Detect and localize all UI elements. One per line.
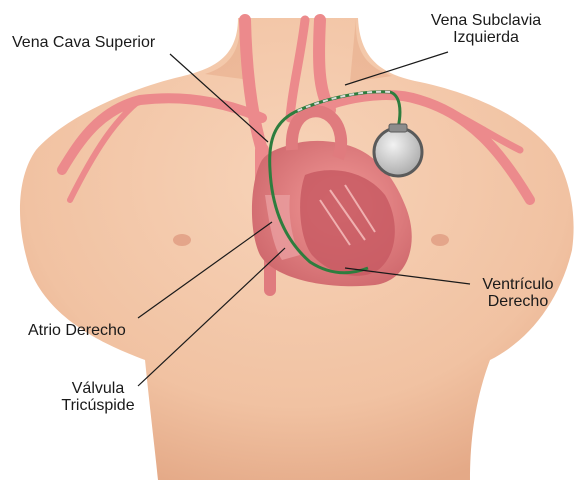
label-atrio-derecho: Atrio Derecho [28, 322, 126, 339]
label-ventriculo-line1: Ventrículo [468, 276, 568, 293]
label-ventriculo-line2: Derecho [468, 293, 568, 310]
left-nipple [173, 234, 191, 246]
label-ventriculo-derecho: Ventrículo Derecho [468, 276, 568, 310]
label-vena-subclavia: Vena Subclavia Izquierda [408, 12, 564, 46]
label-valvula-tricuspide: Válvula Tricúspide [48, 380, 148, 414]
label-vena-subclavia-line1: Vena Subclavia [408, 12, 564, 29]
label-atrio-derecho-text: Atrio Derecho [28, 322, 126, 339]
label-vena-cava-superior: Vena Cava Superior [12, 34, 155, 51]
right-nipple [431, 234, 449, 246]
label-vena-subclavia-line2: Izquierda [408, 29, 564, 46]
label-valvula-line1: Válvula [48, 380, 148, 397]
label-vena-cava-superior-text: Vena Cava Superior [12, 34, 155, 51]
label-valvula-line2: Tricúspide [48, 397, 148, 414]
